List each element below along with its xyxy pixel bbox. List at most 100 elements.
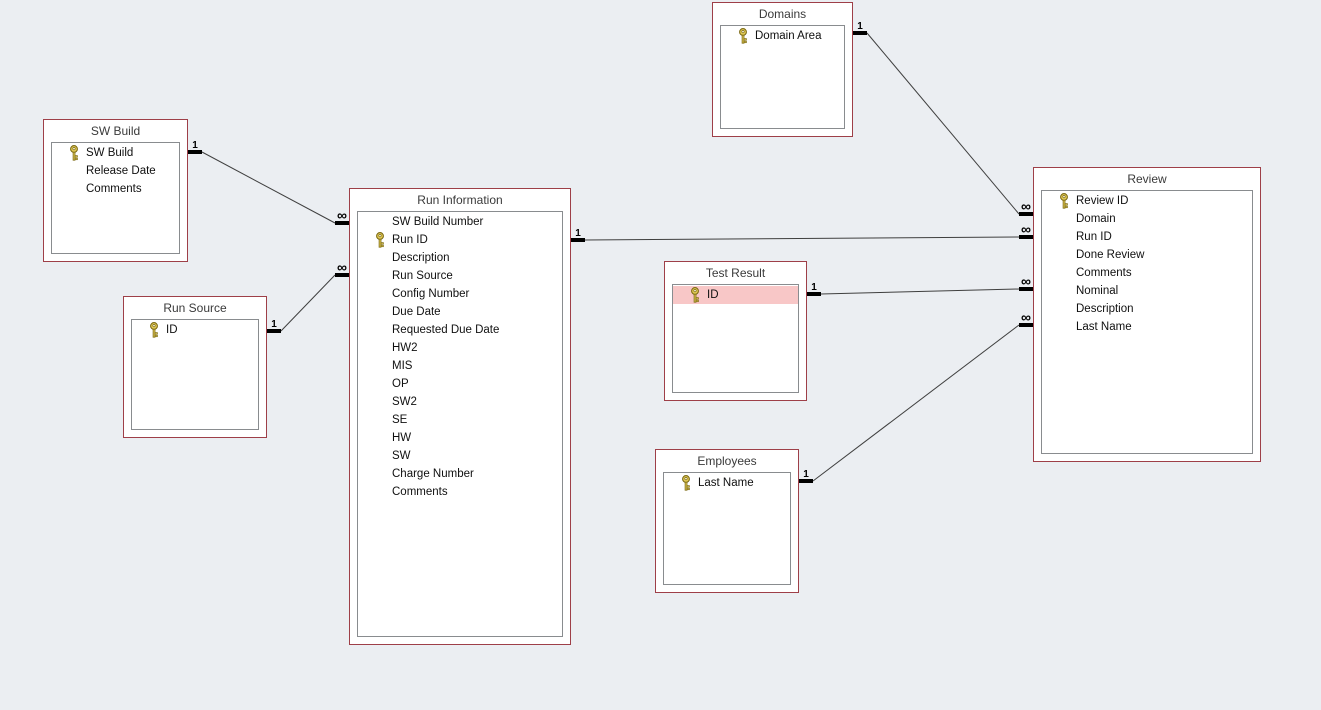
field-sw2[interactable]: SW2 [358, 393, 562, 411]
key-icon-spacer [375, 412, 386, 428]
field-op[interactable]: OP [358, 375, 562, 393]
field-name-label: Charge Number [392, 468, 474, 480]
table-title-review[interactable]: Review [1127, 172, 1167, 186]
field-name-label: Done Review [1076, 249, 1145, 261]
cardinality-bar-one [188, 150, 202, 154]
field-done-review[interactable]: Done Review [1042, 246, 1252, 264]
field-mis[interactable]: MIS [358, 357, 562, 375]
relationship-line[interactable] [280, 274, 336, 332]
field-se[interactable]: SE [358, 411, 562, 429]
table-title-test-result[interactable]: Test Result [705, 266, 766, 280]
field-name-label: Description [1076, 303, 1134, 315]
relationship-line[interactable] [866, 32, 1020, 215]
field-due-date[interactable]: Due Date [358, 303, 562, 321]
field-id[interactable]: ID [132, 321, 258, 339]
cardinality-label-one: 1 [811, 282, 817, 293]
field-sw-build-number[interactable]: SW Build Number [358, 213, 562, 231]
cardinality-label-one: 1 [803, 469, 809, 480]
field-comments[interactable]: Comments [1042, 264, 1252, 282]
field-comments[interactable]: Comments [52, 180, 179, 198]
field-name-label: Config Number [392, 288, 470, 300]
field-run-source[interactable]: Run Source [358, 267, 562, 285]
field-hw[interactable]: HW [358, 429, 562, 447]
field-requested-due-date[interactable]: Requested Due Date [358, 321, 562, 339]
field-sw-build[interactable]: SW Build [52, 144, 179, 162]
cardinality-label-one: 1 [192, 140, 198, 151]
field-name-label: Last Name [698, 477, 754, 489]
field-run-id[interactable]: Run ID [358, 231, 562, 249]
cardinality-bar-one [267, 329, 281, 333]
field-name-label: ID [707, 289, 719, 301]
relationship-line[interactable] [201, 151, 336, 224]
cardinality-bar-one [853, 31, 867, 35]
table-title-sw-build[interactable]: SW Build [90, 124, 141, 138]
field-description[interactable]: Description [358, 249, 562, 267]
field-release-date[interactable]: Release Date [52, 162, 179, 180]
primary-key-icon [681, 475, 692, 491]
field-id[interactable]: ID [673, 286, 798, 304]
table-title-domains[interactable]: Domains [758, 7, 807, 21]
cardinality-bar-one [807, 292, 821, 296]
relationship-line[interactable] [584, 236, 1020, 241]
table-title-run-source[interactable]: Run Source [163, 301, 227, 315]
field-charge-number[interactable]: Charge Number [358, 465, 562, 483]
key-icon-spacer [1059, 247, 1070, 263]
field-name-label: Run ID [1076, 231, 1112, 243]
field-name-label: HW [392, 432, 412, 444]
field-name-label: Due Date [392, 306, 441, 318]
field-name-label: Comments [1076, 267, 1132, 279]
field-sw[interactable]: SW [358, 447, 562, 465]
field-name-label: Nominal [1076, 285, 1119, 297]
cardinality-bar-many [1019, 235, 1033, 239]
field-name-label: Requested Due Date [392, 324, 500, 336]
primary-key-icon [375, 232, 386, 248]
field-nominal[interactable]: Nominal [1042, 282, 1252, 300]
field-name-label: Description [392, 252, 450, 264]
key-icon-spacer [375, 448, 386, 464]
key-icon-spacer [375, 358, 386, 374]
table-title-employees[interactable]: Employees [697, 454, 757, 468]
key-icon-spacer [1059, 211, 1070, 227]
field-domain[interactable]: Domain [1042, 210, 1252, 228]
key-icon-spacer [375, 322, 386, 338]
field-comments[interactable]: Comments [358, 483, 562, 501]
field-name-label: Run Source [392, 270, 453, 282]
table-title-run-information[interactable]: Run Information [417, 193, 503, 207]
field-hw2[interactable]: HW2 [358, 339, 562, 357]
field-list: Last Name [663, 472, 791, 585]
field-description[interactable]: Description [1042, 300, 1252, 318]
key-icon-spacer [375, 430, 386, 446]
relationship-domains-to-review: 1∞ [853, 21, 1033, 216]
cardinality-bar-many [335, 273, 349, 277]
field-run-id[interactable]: Run ID [1042, 228, 1252, 246]
field-last-name[interactable]: Last Name [1042, 318, 1252, 336]
relationship-line[interactable] [820, 288, 1020, 295]
key-icon-spacer [375, 466, 386, 482]
cardinality-label-many: ∞ [1021, 273, 1031, 289]
key-icon-spacer [1059, 229, 1070, 245]
relationship-line[interactable] [812, 324, 1020, 482]
field-name-label: Run ID [392, 234, 428, 246]
field-last-name[interactable]: Last Name [664, 474, 790, 492]
field-domain-area[interactable]: Domain Area [721, 27, 844, 45]
key-icon-spacer [375, 376, 386, 392]
key-icon-spacer [69, 181, 80, 197]
key-icon-spacer [375, 304, 386, 320]
field-review-id[interactable]: Review ID [1042, 192, 1252, 210]
field-config-number[interactable]: Config Number [358, 285, 562, 303]
cardinality-bar-many [1019, 287, 1033, 291]
key-icon-spacer [1059, 301, 1070, 317]
cardinality-bar-many [1019, 323, 1033, 327]
key-icon-spacer [375, 268, 386, 284]
